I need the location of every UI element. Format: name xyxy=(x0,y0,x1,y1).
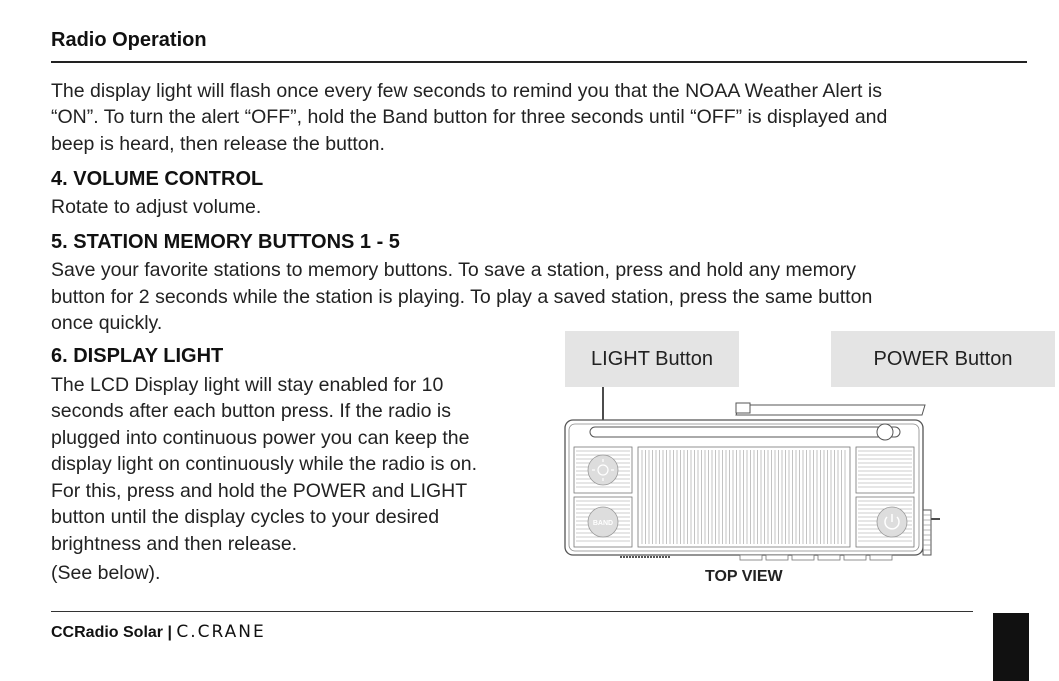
brand-logo: C.CRANE xyxy=(176,622,266,642)
intro-line-1: The display light will flash once every … xyxy=(51,80,882,102)
header-divider xyxy=(51,61,1027,63)
footer-product-name: CCRadio Solar | xyxy=(51,624,172,641)
section-6-line-3: plugged into continuous power you can ke… xyxy=(51,427,470,449)
section-5-line-3: once quickly. xyxy=(51,312,163,334)
section-5-line-2: button for 2 seconds while the station i… xyxy=(51,286,873,308)
footer: CCRadio Solar | C.CRANE xyxy=(51,622,266,642)
section-6-line-7: brightness and then release. xyxy=(51,533,298,555)
band-button-label: BAND xyxy=(593,520,613,527)
section-6-heading: 6. DISPLAY LIGHT xyxy=(51,345,224,367)
light-button-callout: LIGHT Button xyxy=(565,331,739,387)
radio-top-view-illustration: BAND xyxy=(564,387,940,561)
figure-caption: TOP VIEW xyxy=(705,568,783,585)
power-button-callout: POWER Button xyxy=(831,331,1055,387)
section-6-line-4: display light on continuously while the … xyxy=(51,453,478,475)
page-title: Radio Operation xyxy=(51,29,207,51)
intro-line-2: “ON”. To turn the alert “OFF”, hold the … xyxy=(51,106,888,128)
section-5-heading: 5. STATION MEMORY BUTTONS 1 - 5 xyxy=(51,231,400,253)
section-5-line-1: Save your favorite stations to memory bu… xyxy=(51,259,856,281)
section-4-heading: 4. VOLUME CONTROL xyxy=(51,168,264,190)
section-6-line-8: (See below). xyxy=(51,562,161,584)
footer-divider xyxy=(51,611,973,612)
section-6-line-2: seconds after each button press. If the … xyxy=(51,400,451,422)
section-6-line-6: button until the display cycles to your … xyxy=(51,506,440,528)
section-6-line-5: For this, press and hold the POWER and L… xyxy=(51,480,468,502)
page-tab-marker xyxy=(993,613,1029,681)
section-6-line-1: The LCD Display light will stay enabled … xyxy=(51,374,444,396)
intro-line-3: beep is heard, then release the button. xyxy=(51,133,385,155)
section-4-line-1: Rotate to adjust volume. xyxy=(51,196,262,218)
